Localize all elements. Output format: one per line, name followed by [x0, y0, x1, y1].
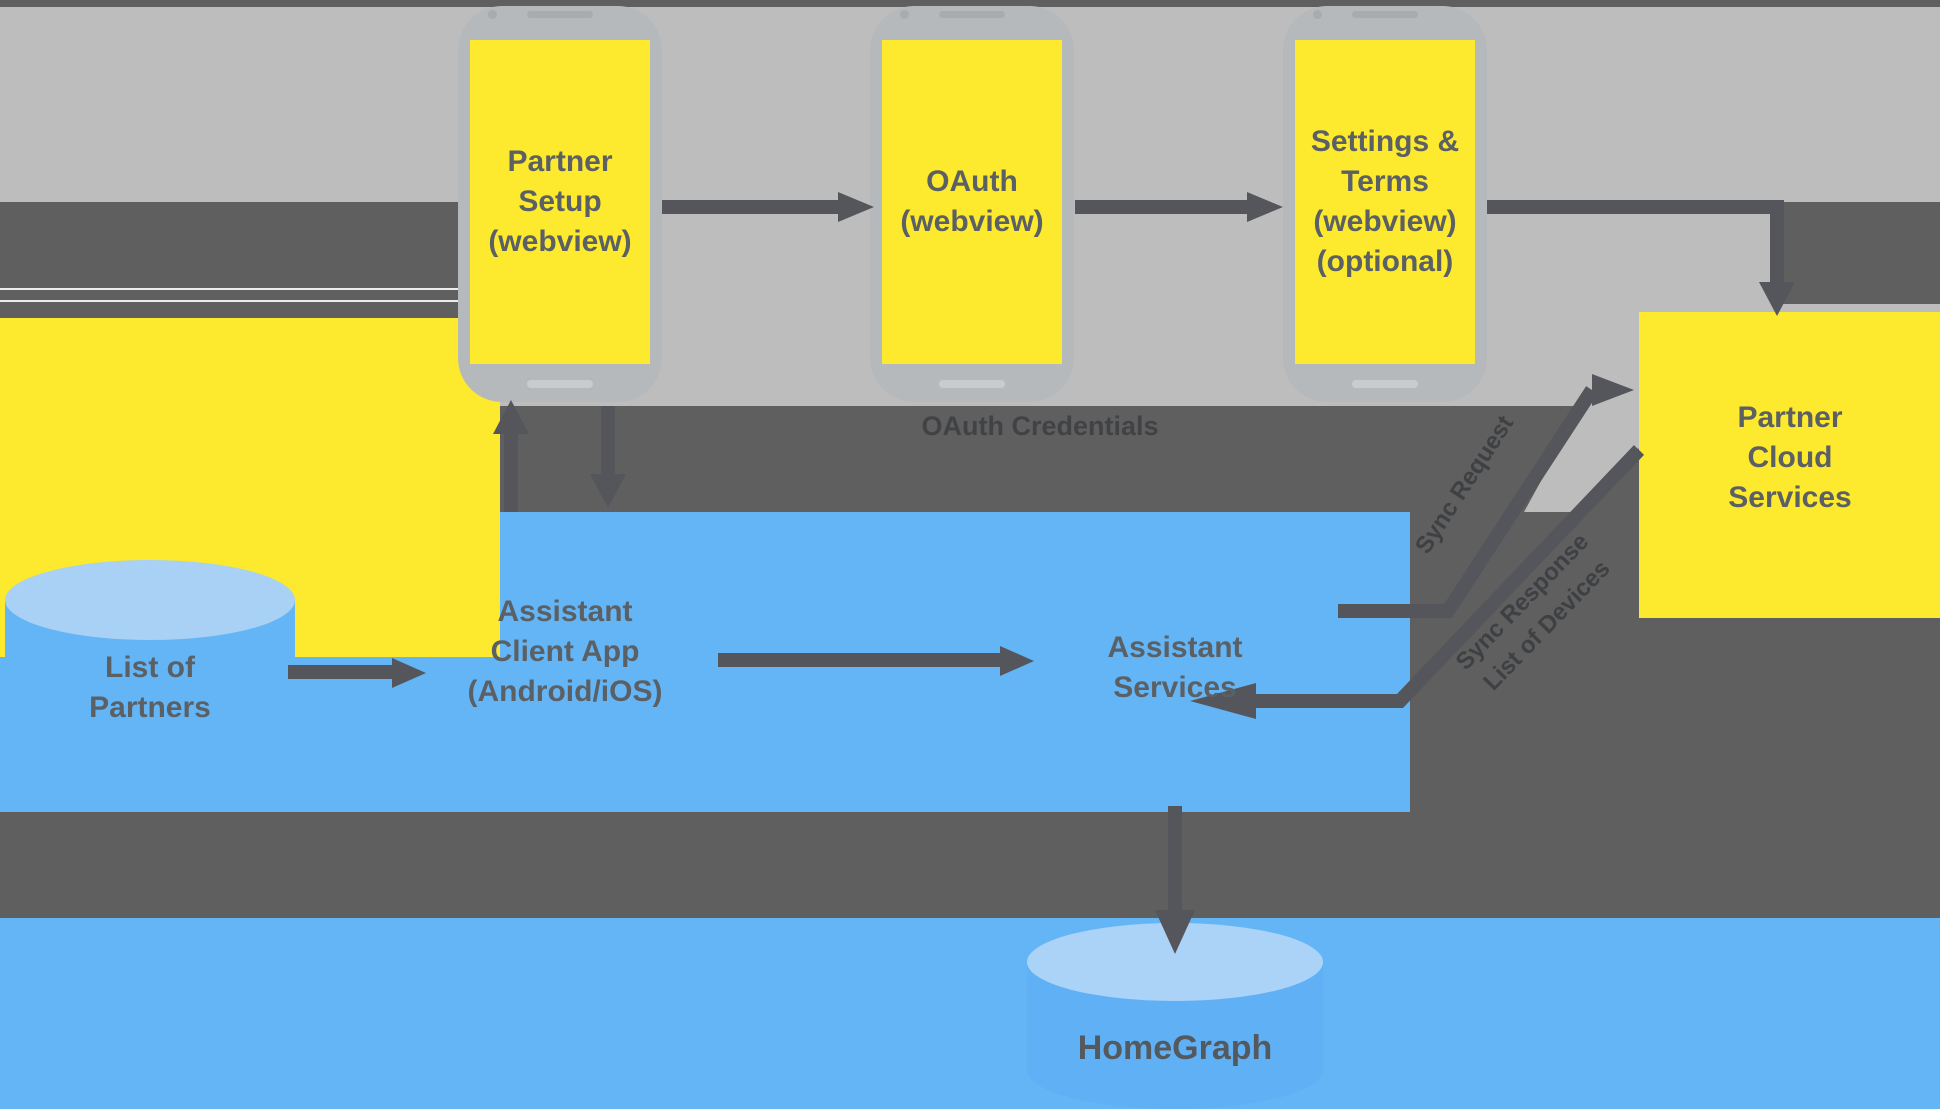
- label-line: Setup: [518, 185, 602, 218]
- arrowhead-down-icon: [590, 474, 626, 508]
- home-button-icon: [939, 380, 1005, 388]
- home-button-icon: [1352, 380, 1418, 388]
- homegraph-cylinder-bottom: [1027, 1031, 1323, 1109]
- label-line: Terms: [1341, 165, 1429, 198]
- label-line: Cloud: [1747, 441, 1833, 474]
- arrowhead-up-icon: [493, 400, 529, 434]
- list-of-partners-cylinder-top: [5, 560, 295, 640]
- label-line: (Android/iOS): [467, 675, 663, 708]
- arrow-assistant-services-to-homegraph-shaft: [1168, 806, 1182, 916]
- phone-2: [870, 6, 1074, 402]
- bottom-blue-band: [0, 918, 1940, 1109]
- arrow-oauth-to-settings-terms: [1075, 200, 1247, 214]
- settings-terms-label: Settings & Terms (webview) (optional): [1295, 122, 1475, 282]
- label-line: (optional): [1316, 245, 1454, 278]
- speaker-icon: [939, 11, 1005, 18]
- label-line: Partner: [507, 145, 613, 178]
- right-dark-flow-band: [1783, 202, 1940, 304]
- partner-cloud-services-box: [1639, 312, 1940, 618]
- partner-setup-label: Partner Setup (webview): [470, 142, 650, 262]
- label-line: Settings &: [1310, 125, 1460, 158]
- assistant-client-app-label: Assistant Client App (Android/iOS): [405, 592, 725, 712]
- label-line: Partner: [1737, 401, 1843, 434]
- camera-icon: [900, 10, 909, 19]
- arrow-credentials-to-client-app-shaft: [601, 406, 615, 476]
- arrowhead-down-icon: [1759, 282, 1795, 316]
- home-button-icon: [527, 380, 593, 388]
- camera-icon: [1313, 10, 1322, 19]
- left-dark-flow-band: [0, 202, 458, 318]
- arrow-settings-terms-to-partner-cloud-v: [1770, 200, 1784, 284]
- label-line: Assistant: [1107, 631, 1243, 664]
- list-of-partners-cylinder-bottom: [5, 680, 295, 760]
- list-of-partners-label: List of Partners: [20, 648, 280, 728]
- label-line: HomeGraph: [1077, 1029, 1273, 1067]
- settings-terms-screen: [1295, 40, 1475, 364]
- label-line: Partners: [89, 691, 211, 724]
- label-line: (webview): [488, 225, 632, 258]
- arrow-client-app-to-webview-shaft: [504, 434, 518, 512]
- phone-1: [458, 6, 662, 402]
- label-line: (webview): [1313, 205, 1457, 238]
- top-edge-line: [0, 0, 1940, 7]
- arrow-partners-list-to-client-app: [288, 665, 392, 679]
- arrowhead-right-icon: [1247, 192, 1283, 222]
- label-line: OAuth Credentials: [921, 411, 1159, 441]
- oauth-label: OAuth (webview): [882, 162, 1062, 242]
- homegraph-label: HomeGraph: [1025, 1028, 1325, 1068]
- label-line: OAuth: [926, 165, 1018, 198]
- oauth-credentials-flow-label: OAuth Credentials: [890, 411, 1190, 441]
- left-band-divider-line: [0, 288, 458, 290]
- arrowhead-down-icon: [1155, 910, 1195, 954]
- camera-icon: [488, 10, 497, 19]
- oauth-screen: [882, 40, 1062, 364]
- label-line: Services: [1728, 481, 1852, 514]
- phone-3: [1283, 6, 1487, 402]
- speaker-icon: [1352, 11, 1418, 18]
- label-line: Assistant: [497, 595, 633, 628]
- speaker-icon: [527, 11, 593, 18]
- arrow-settings-terms-to-partner-cloud-h: [1487, 200, 1779, 214]
- label-line: List of: [105, 651, 195, 684]
- label-line: (webview): [900, 205, 1044, 238]
- arrowhead-right-icon: [392, 658, 426, 688]
- label-line: Services: [1113, 671, 1237, 704]
- assistant-services-label: Assistant Services: [1015, 628, 1335, 708]
- left-band-divider-line: [0, 300, 458, 302]
- bottom-dark-flow-band: [0, 812, 1940, 918]
- arrowhead-right-icon: [838, 192, 874, 222]
- arrowhead-right-icon: [1000, 646, 1034, 676]
- partner-setup-screen: [470, 40, 650, 364]
- arrow-partner-setup-to-oauth: [662, 200, 838, 214]
- arrow-client-app-to-assistant-services: [718, 653, 1000, 667]
- partner-cloud-services-label: Partner Cloud Services: [1645, 398, 1935, 518]
- label-line: Client App: [490, 635, 640, 668]
